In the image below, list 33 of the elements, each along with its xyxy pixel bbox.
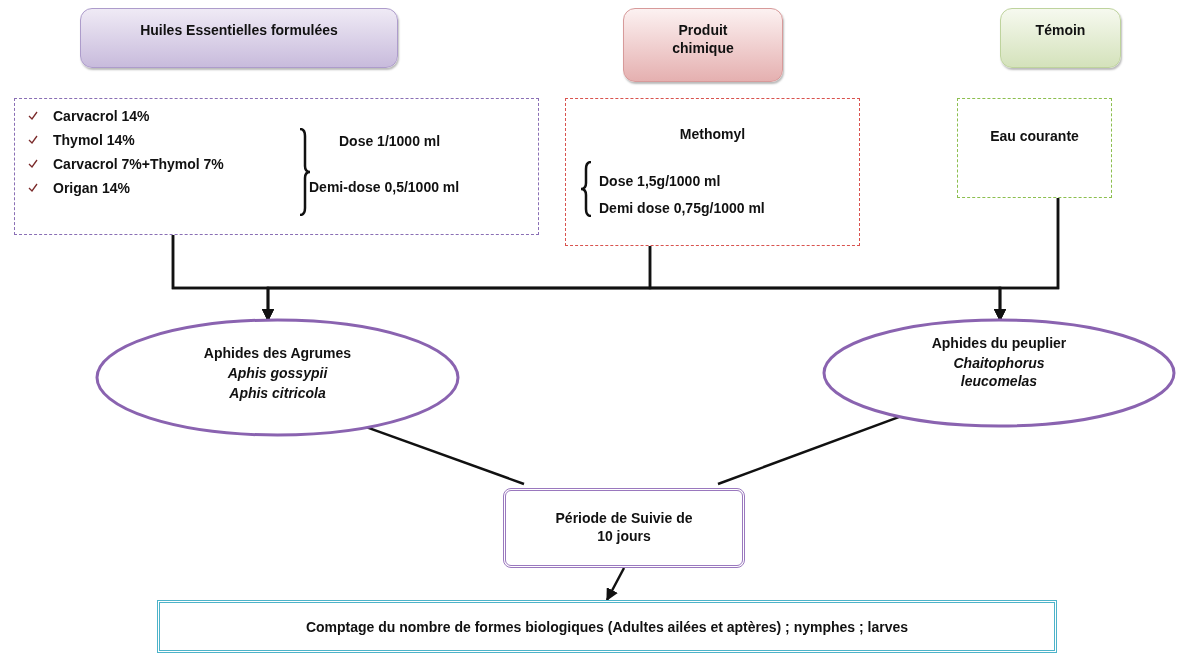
connector-line xyxy=(717,415,901,486)
category-header-box xyxy=(623,8,783,82)
treatment-box xyxy=(565,98,860,246)
category-header-box xyxy=(1000,8,1121,68)
node-text: Produit chimique xyxy=(671,21,735,57)
arrow xyxy=(605,567,626,602)
list-item: Origan 14% xyxy=(53,179,131,197)
node-text: Dose 1,5g/1000 ml xyxy=(599,172,721,190)
node-text: Témoin xyxy=(1034,21,1087,39)
node-text: Methomyl xyxy=(678,125,747,143)
node-text: Période de Suivie de 10 jours xyxy=(554,509,694,545)
node-text: Aphides du peuplier xyxy=(930,334,1068,352)
node-text: Demi-dose 0,5/1000 ml xyxy=(309,178,460,196)
list-item: Carvacrol 14% xyxy=(53,107,150,125)
category-header-box xyxy=(80,8,398,68)
node-text: Aphis citricola xyxy=(228,384,327,402)
aphid-group-ellipse xyxy=(822,318,1176,428)
treatment-box xyxy=(957,98,1112,198)
aphid-group-ellipse xyxy=(95,318,460,437)
result-box xyxy=(157,600,1057,653)
node-text: Chaitophorus leucomelas xyxy=(952,354,1046,390)
node-text: Eau courante xyxy=(989,127,1080,145)
node-text: Aphides des Agrumes xyxy=(202,344,353,362)
process-box xyxy=(503,488,745,568)
treatment-box xyxy=(14,98,539,235)
list-item: Carvacrol 7%+Thymol 7% xyxy=(53,155,224,173)
node-text: Comptage du nombre de formes biologiques (Adultes ailées et aptères) ; nymphes ; larves xyxy=(304,618,910,636)
node-text: Dose 1/1000 ml xyxy=(339,132,441,150)
node-text: Demi dose 0,75g/1000 ml xyxy=(599,199,765,217)
list-item: Thymol 14% xyxy=(53,131,135,149)
node-text: Aphis gossypii xyxy=(226,364,329,382)
connector-line xyxy=(366,426,525,486)
node-text: Huiles Essentielles formulées xyxy=(139,21,339,39)
